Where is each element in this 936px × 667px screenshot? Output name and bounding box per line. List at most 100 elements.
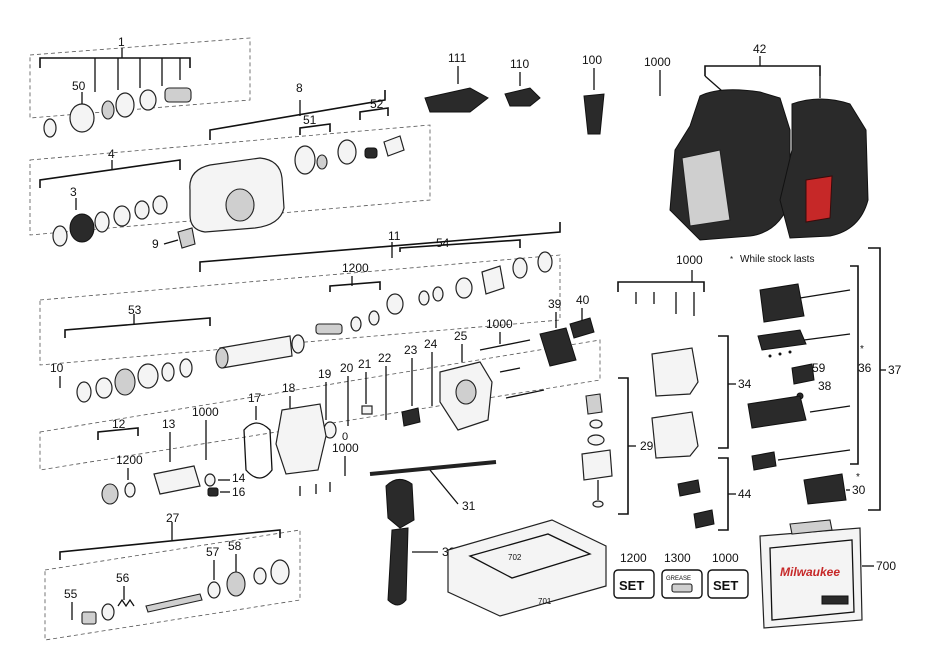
label-9: 9 xyxy=(152,237,159,251)
motor-cap xyxy=(585,393,603,415)
motor-rotor xyxy=(581,449,613,481)
label-1000-left: 1000 xyxy=(192,405,219,419)
label-38: 38 xyxy=(818,379,832,393)
side-handle-clamp xyxy=(385,479,415,529)
label-18: 18 xyxy=(282,381,296,395)
set-box-1200 xyxy=(613,569,655,599)
ring-part xyxy=(537,251,553,273)
ring-part xyxy=(455,277,473,299)
set-text-2: SET xyxy=(713,578,738,593)
label-700: 700 xyxy=(876,559,896,573)
spindle-tube xyxy=(153,465,201,495)
clutch-part xyxy=(69,213,95,243)
ring-part xyxy=(253,567,267,585)
gear-part xyxy=(207,581,221,599)
region-gearbox-assembly xyxy=(29,124,431,236)
label-1200-set: 1200 xyxy=(620,551,647,565)
gearbox-port xyxy=(225,188,255,222)
pin-part xyxy=(361,405,373,415)
group-111: 111 110 100 xyxy=(424,51,605,135)
region-motor-housing-assembly xyxy=(39,339,601,471)
ring-part xyxy=(76,381,92,403)
spring-part xyxy=(117,598,135,608)
pin-part xyxy=(207,487,219,497)
region-hammer-assembly xyxy=(39,254,561,366)
group-4: 4 3 9 xyxy=(39,147,196,251)
side-handle-grip xyxy=(387,527,409,606)
electronics-module xyxy=(651,411,699,459)
label-44: 44 xyxy=(738,487,752,501)
ring-part xyxy=(291,334,305,354)
star-36: * xyxy=(860,344,864,355)
label-13: 13 xyxy=(162,417,176,431)
label-701: 701 xyxy=(538,597,552,606)
ring-part xyxy=(432,286,444,302)
label-40: 40 xyxy=(576,293,590,307)
ring-part xyxy=(101,603,115,621)
motor-mount xyxy=(275,403,327,475)
group-1: 1 50 xyxy=(39,35,192,138)
region-chuck-assembly xyxy=(29,37,251,119)
fuel-gauge-30 xyxy=(803,473,847,505)
label-23: 23 xyxy=(404,343,418,357)
label-4: 4 xyxy=(108,147,115,161)
spindle-end xyxy=(81,611,97,625)
label-111: 111 xyxy=(448,51,467,65)
set-box-1000 xyxy=(707,569,749,599)
label-1000-small: 1000 xyxy=(332,441,359,455)
group-11: 11 54 1200 xyxy=(199,222,561,369)
label-36: 36 xyxy=(858,361,872,375)
switch-part xyxy=(569,317,595,339)
label-31: 31 xyxy=(462,499,476,513)
stock-note: While stock lasts xyxy=(740,254,814,265)
label-37: 37 xyxy=(888,363,902,377)
label-53: 53 xyxy=(128,303,142,317)
label-51: 51 xyxy=(303,113,317,127)
ring-part xyxy=(124,482,136,498)
ring-part xyxy=(204,473,216,487)
label-20: 20 xyxy=(340,361,354,375)
washer-part xyxy=(270,559,290,585)
label-1300: 1300 xyxy=(664,551,691,565)
dust-guard xyxy=(583,93,605,135)
battery-terminal xyxy=(747,395,807,429)
chuck-sleeve xyxy=(69,103,95,133)
label-29: 29 xyxy=(640,439,654,453)
selector-knob xyxy=(177,227,196,249)
group-34: 1000 34 44 xyxy=(617,253,752,531)
label-24: 24 xyxy=(424,337,438,351)
label-34: 34 xyxy=(738,377,752,391)
gear-part xyxy=(226,571,246,597)
shaft-part xyxy=(164,87,192,103)
label-1000-mid: 1000 xyxy=(486,317,513,331)
group-42: 1000 42 * While stock lasts xyxy=(644,42,869,265)
grease-tube-icon xyxy=(671,583,693,593)
label-110: 110 xyxy=(510,57,529,71)
chuck-adapter xyxy=(504,87,541,107)
label-1000-set: 1000 xyxy=(712,551,739,565)
vent-cover xyxy=(539,327,577,367)
label-27: 27 xyxy=(166,511,180,525)
terminal-block xyxy=(759,283,805,323)
label-50: 50 xyxy=(72,79,86,93)
group-36-37: 59 38 * 36 37 * 30 xyxy=(747,247,902,511)
label-702: 702 xyxy=(508,553,522,562)
bearing-part xyxy=(386,293,404,315)
ring-part xyxy=(134,200,150,220)
group-29: 29 xyxy=(581,377,654,515)
label-56: 56 xyxy=(116,571,130,585)
label-12: 12 xyxy=(112,417,126,431)
label-42: 42 xyxy=(753,42,767,56)
washer-part xyxy=(115,92,135,118)
label-17: 17 xyxy=(248,391,262,405)
controller-module xyxy=(651,347,699,397)
bearing-part xyxy=(137,363,159,389)
label-52: 52 xyxy=(370,97,384,111)
bearing-part xyxy=(587,434,605,446)
ring-part xyxy=(95,377,113,399)
bearing-part xyxy=(294,145,316,175)
battery-latch xyxy=(677,479,701,497)
label-39: 39 xyxy=(548,297,562,311)
washer-part xyxy=(589,419,603,429)
label-1000-right: 1000 xyxy=(676,253,703,267)
